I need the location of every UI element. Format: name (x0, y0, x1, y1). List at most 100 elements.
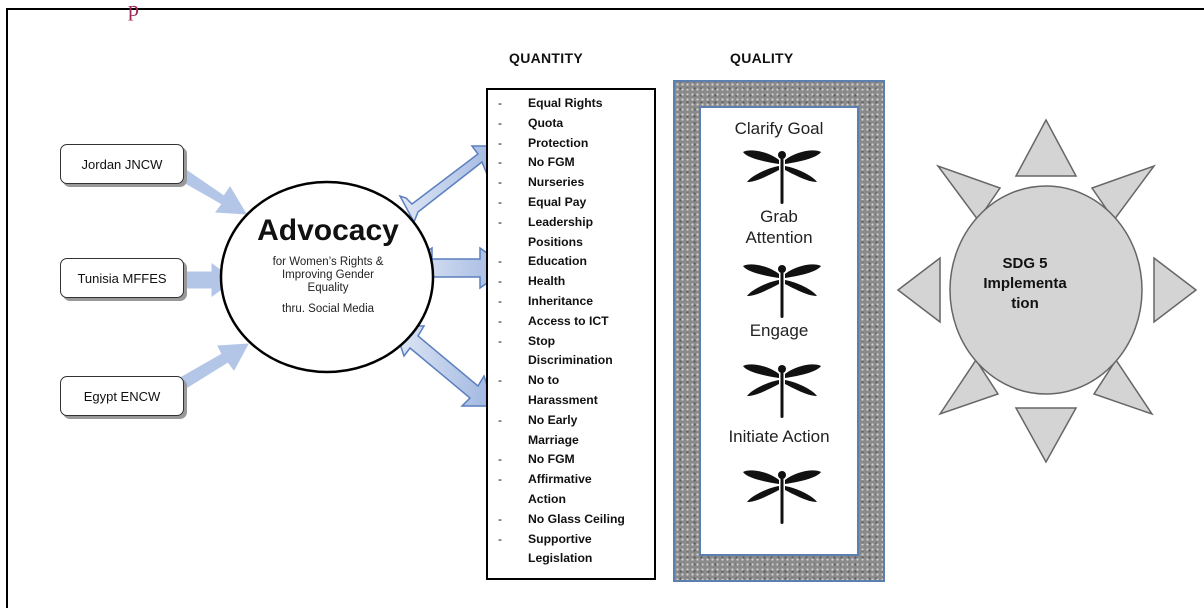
quantity-item: - Supportive (488, 530, 654, 550)
bullet-dash: - (498, 135, 503, 150)
dragonfly-icon (743, 150, 821, 204)
sdg-label-line: SDG 5 (1002, 255, 1048, 272)
sdg-label-line: tion (1011, 295, 1039, 312)
org-box-tunisia: Tunisia MFFES (60, 258, 184, 298)
diagram-frame: p (6, 0, 1204, 608)
bullet-dash: - (498, 254, 503, 269)
quantity-item-label: Stop (528, 333, 556, 348)
bullet-dash: - (498, 155, 503, 170)
quantity-item-label: Health (528, 274, 566, 289)
sun-ray-bottom (1014, 407, 1078, 464)
bullet-dash: - (498, 293, 503, 308)
quantity-item: - No to (488, 371, 654, 391)
quantity-item: - No FGM (488, 153, 654, 173)
quantity-list: -Equal Rights-Quota-Protection-No FGM-Nu… (488, 90, 654, 569)
advocacy-title: Advocacy (257, 214, 399, 247)
sdg-sun (896, 118, 1198, 464)
quality-step-label: Initiate Action (728, 427, 830, 446)
bullet-dash: - (498, 194, 503, 209)
quantity-item-label: Positions (528, 234, 583, 249)
quantity-item: - Leadership (488, 213, 654, 233)
bullet-dash: - (498, 452, 503, 467)
quantity-item: -Access to ICT (488, 312, 654, 332)
dragonfly-icon (743, 364, 821, 418)
quantity-heading: QUANTITY (509, 50, 583, 66)
quantity-item: -No Glass Ceiling (488, 510, 654, 530)
quantity-item: - Equal Rights (488, 94, 654, 114)
advocacy-subtitle: for Women’s Rights & Improving Gender Eq… (222, 256, 434, 295)
bullet-dash: - (498, 274, 503, 289)
quantity-item-label: Equal Pay (528, 194, 587, 209)
arrow-egypt-to-advocacy (179, 343, 249, 389)
sun-ray-left (896, 256, 941, 324)
bullet-dash: - (498, 472, 503, 487)
org-box-egypt: Egypt ENCW (60, 376, 184, 416)
quantity-item: - Equal Pay (488, 193, 654, 213)
bullet-dash: - (498, 531, 503, 546)
arrow-jordan-to-advocacy (179, 169, 247, 215)
dragonfly-icon (743, 264, 821, 318)
quantity-item-label: Nurseries (528, 175, 585, 190)
quantity-item-label: No to (528, 373, 560, 388)
quantity-item: - Protection (488, 134, 654, 154)
quantity-item-label: Discrimination (528, 353, 613, 368)
quantity-item: - Health (488, 272, 654, 292)
quantity-item: - No Early (488, 411, 654, 431)
bullet-dash: - (498, 333, 503, 348)
bullet-dash: - (498, 115, 503, 130)
quantity-item-label: No FGM (528, 155, 575, 170)
quantity-item: - Inheritance (488, 292, 654, 312)
advocacy-channel: thru. Social Media (281, 303, 375, 315)
bullet-dash: - (498, 214, 503, 229)
sun-ray-bottom-left (938, 358, 1000, 416)
quantity-item-label: Legislation (528, 551, 593, 566)
header-fragment: p (128, 0, 139, 21)
quantity-item-label: Supportive (528, 531, 592, 546)
quality-heading: QUALITY (730, 50, 794, 66)
sun-core (949, 185, 1143, 395)
advocacy-subtitle-line: for Women’s Rights & (272, 256, 384, 268)
org-box-jordan: Jordan JNCW (60, 144, 184, 184)
sun-ray-right (1153, 256, 1198, 324)
quantity-item: Marriage (488, 431, 654, 451)
sun-ray-top-right (1090, 164, 1157, 222)
sun-ray-top-left (935, 164, 1002, 222)
quantity-item-label: Protection (528, 135, 589, 150)
quantity-item-label: Harassment (528, 392, 598, 407)
quantity-item-label: Affirmative (528, 472, 592, 487)
advocacy-subtitle-line: Equality (307, 282, 349, 294)
bullet-dash: - (498, 511, 503, 526)
quantity-item-label: Leadership (528, 214, 594, 229)
quality-step-label: Grab Attention (745, 207, 813, 247)
sdg-label: SDG 5 Implementa tion (970, 254, 1080, 314)
quantity-item: Legislation (488, 549, 654, 569)
quantity-item-label: Equal Rights (528, 96, 603, 110)
bullet-dash: - (498, 96, 503, 110)
quantity-item-label: Marriage (528, 432, 579, 447)
quantity-item-label: Access to ICT (528, 313, 609, 328)
quantity-item: - No FGM (488, 450, 654, 470)
quality-step-label: Clarify Goal (734, 119, 824, 138)
advocacy-subtitle-line: Improving Gender (281, 269, 375, 281)
quantity-item-label: Inheritance (528, 293, 594, 308)
sdg-label-line: Implementa (983, 275, 1067, 292)
bullet-dash: - (498, 412, 503, 427)
quantity-item-label: No Early (528, 412, 578, 427)
quantity-item: Discrimination (488, 351, 654, 371)
quantity-item: Positions (488, 233, 654, 253)
quantity-item: -Education (488, 252, 654, 272)
quantity-item: Action (488, 490, 654, 510)
sun-ray-top (1014, 118, 1078, 177)
quantity-item: -Quota (488, 114, 654, 134)
quantity-item-label: No FGM (528, 452, 575, 467)
bullet-dash: - (498, 373, 503, 388)
org-label-egypt: Egypt ENCW (83, 388, 161, 404)
sun-ray-bottom-right (1092, 358, 1154, 416)
quantity-item: Harassment (488, 391, 654, 411)
quantity-item: - Stop (488, 332, 654, 352)
quality-step-label: Engage (749, 321, 809, 340)
quantity-item: - Affirmative (488, 470, 654, 490)
advocacy-block: Advocacy for Women’s Rights & Improving … (222, 208, 434, 315)
